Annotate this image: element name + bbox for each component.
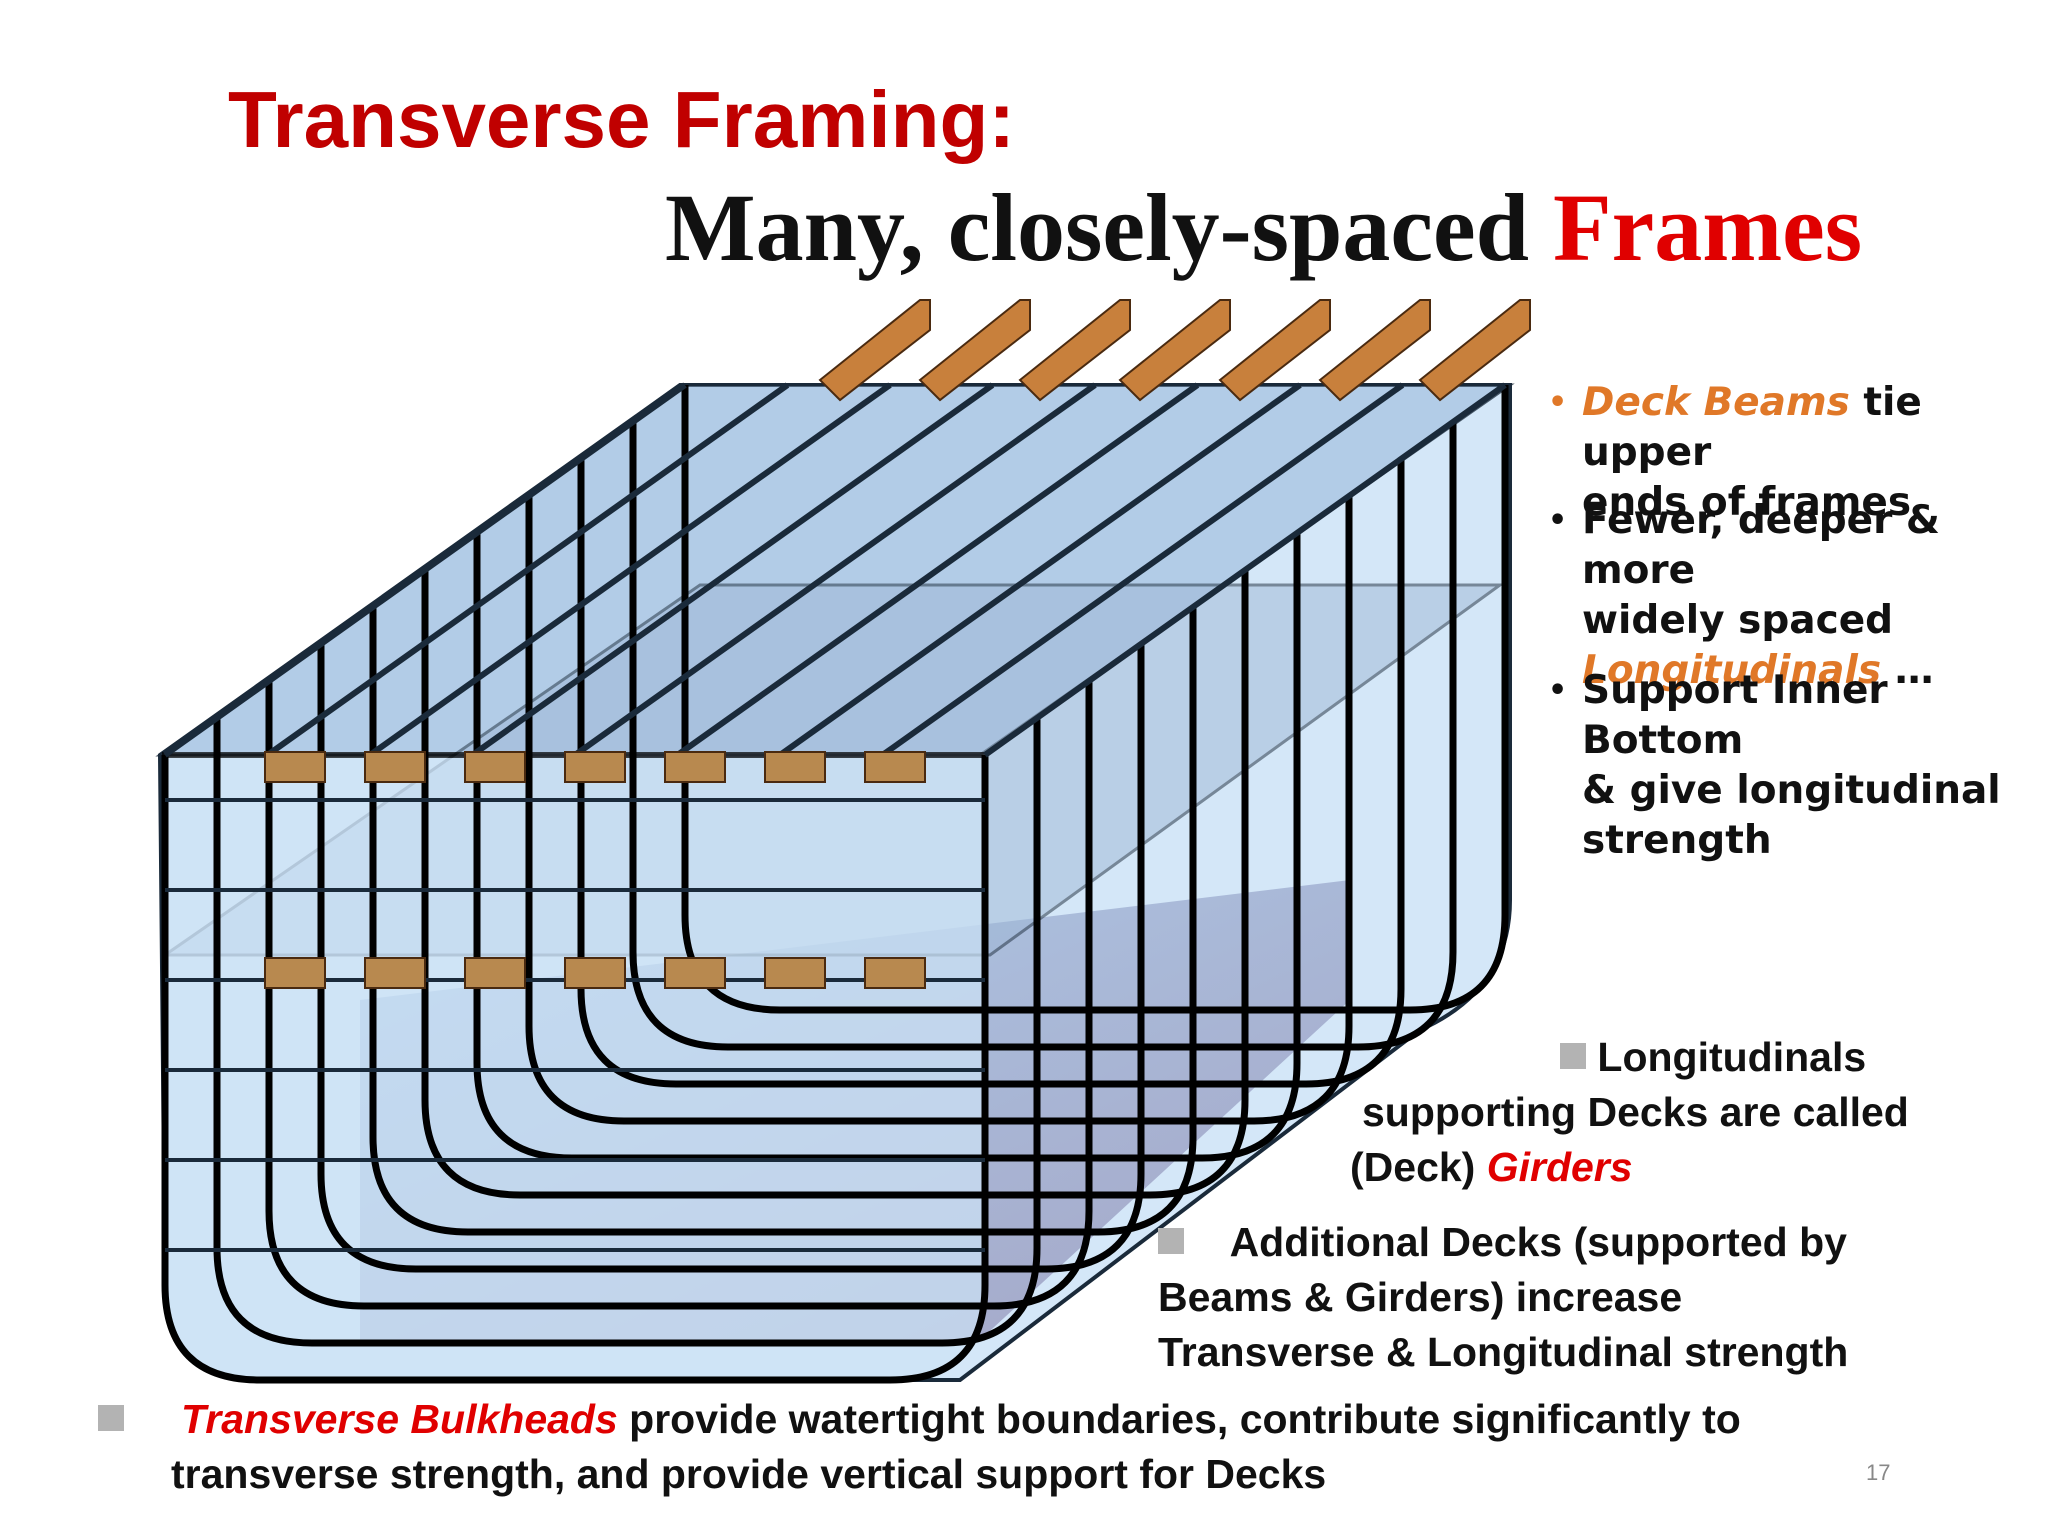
bullet-dot: • xyxy=(1548,673,1568,708)
deck-beam xyxy=(764,957,826,989)
deck-beam xyxy=(664,957,726,989)
deck-beam-end xyxy=(1218,299,1331,402)
hull-front-face xyxy=(162,752,988,1383)
deck-beam xyxy=(364,751,426,783)
bullet-text: tie upper xyxy=(1582,380,1922,475)
girders-line: Longitudinals xyxy=(1350,1030,1909,1085)
transverse-frame xyxy=(317,644,1145,1273)
bullet-line: Longitudinals … xyxy=(1582,646,2022,696)
deck-longitudinal xyxy=(163,382,687,758)
bullet-line: widely spaced xyxy=(1582,598,1894,643)
bullet-deck-beams: • Deck Beams tie upper ends of frames xyxy=(1548,378,2022,528)
bullet-dot: • xyxy=(1548,385,1568,420)
decks-line: Additional Decks (supported by xyxy=(1158,1215,1848,1270)
subtitle-accent: Frames xyxy=(1552,174,1863,281)
decks-line: Transverse & Longitudinal strength xyxy=(1158,1329,1849,1375)
deck-longitudinal xyxy=(368,382,892,758)
bullet-longitudinals: • Fewer, deeper & more widely spaced Lon… xyxy=(1548,496,2022,696)
deck-longitudinal xyxy=(983,382,1507,758)
bullet-inner-bottom: • Support Inner Bottom & give longitudin… xyxy=(1548,666,2022,866)
bullet-line: Fewer, deeper & more xyxy=(1582,498,1940,593)
slide-subtitle: Many, closely-spaced Frames xyxy=(665,172,1862,283)
transverse-frame xyxy=(213,718,1041,1347)
bulkheads-note: Transverse Bulkheads provide watertight … xyxy=(98,1392,1741,1502)
deck-longitudinal xyxy=(778,382,1302,758)
deck-longitudinal xyxy=(880,382,1405,758)
deck-longitudinal xyxy=(470,382,995,758)
bullet-text: … xyxy=(1881,648,1934,693)
girders-accent: Girders xyxy=(1486,1144,1633,1190)
deck-beam xyxy=(264,751,326,783)
deck-beam-end xyxy=(1418,299,1531,402)
bullet-line: strength xyxy=(1582,818,1772,863)
deck-beam-end xyxy=(1318,299,1431,402)
deck-beam xyxy=(464,957,526,989)
transverse-frame xyxy=(369,607,1197,1236)
subtitle-main: Many, closely-spaced xyxy=(665,174,1553,281)
deck-beam xyxy=(564,957,626,989)
bullet-line: ends of frames xyxy=(1582,480,1912,525)
deck-beam-end xyxy=(918,299,1031,402)
deck-longitudinal xyxy=(573,382,1097,758)
slide-title: Transverse Framing: xyxy=(228,75,1015,164)
deck-longitudinal xyxy=(675,382,1200,758)
transverse-frame xyxy=(577,459,1405,1088)
bullet-line: Deck Beams tie upper xyxy=(1582,378,2022,478)
transverse-frame xyxy=(265,681,1093,1310)
longitudinals-accent: Longitudinals xyxy=(1582,648,1882,693)
deck-beam xyxy=(764,751,826,783)
square-bullet-icon xyxy=(1560,1043,1586,1069)
deck-longitudinal xyxy=(265,382,790,758)
transverse-frame xyxy=(421,570,1249,1199)
girders-line: supporting Decks are called xyxy=(1362,1089,1909,1135)
deck-beam xyxy=(264,957,326,989)
bulkheads-line: Transverse Bulkheads provide watertight … xyxy=(98,1392,1741,1447)
decks-note: Additional Decks (supported by Beams & G… xyxy=(1158,1215,1848,1380)
bulkheads-line: transverse strength, and provide vertica… xyxy=(171,1451,1327,1497)
bullet-dot: • xyxy=(1548,503,1568,538)
transverse-frame xyxy=(629,422,1457,1051)
girders-note: Longitudinals supporting Decks are calle… xyxy=(1350,1030,1909,1195)
bullet-line: & give longitudinal xyxy=(1582,768,2001,813)
transverse-frame xyxy=(161,755,989,1384)
deck-beam xyxy=(364,957,426,989)
square-bullet-icon xyxy=(1158,1228,1184,1254)
page-number: 17 xyxy=(1866,1460,1891,1485)
deck-beam xyxy=(864,957,926,989)
bulkheads-text: provide watertight boundaries, contribut… xyxy=(617,1396,1741,1442)
deck-beam xyxy=(864,751,926,783)
deck-beams-accent: Deck Beams xyxy=(1582,380,1850,425)
decks-line: Beams & Girders) increase xyxy=(1158,1274,1683,1320)
deck-beam xyxy=(564,751,626,783)
girders-text: Longitudinals xyxy=(1597,1034,1867,1080)
decks-text: Additional Decks (supported by xyxy=(1229,1219,1847,1265)
deck-beam xyxy=(464,751,526,783)
deck-beam-end xyxy=(818,299,931,402)
girders-text: (Deck) xyxy=(1350,1144,1487,1190)
deck-beam xyxy=(664,751,726,783)
deck-beam-end xyxy=(1018,299,1131,402)
deck-beam-end xyxy=(1118,299,1231,402)
girders-line: (Deck) Girders xyxy=(1350,1140,1909,1195)
bulkheads-accent: Transverse Bulkheads xyxy=(180,1396,618,1442)
bullet-line: Support Inner Bottom xyxy=(1582,668,1888,763)
square-bullet-icon xyxy=(98,1405,124,1431)
